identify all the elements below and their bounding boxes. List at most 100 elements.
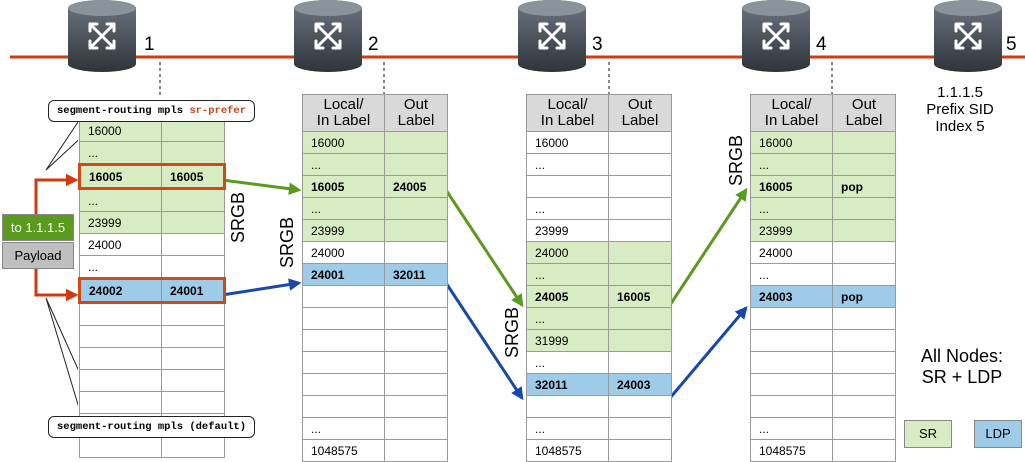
in-label-cell: [750, 307, 833, 330]
in-label-cell: 32011: [526, 373, 609, 396]
table-row: 31999: [526, 329, 672, 352]
srgb-label: SRGB: [726, 134, 746, 186]
all-nodes-line2: SR + LDP: [921, 367, 1003, 387]
out-label-cell: [832, 307, 896, 330]
out-label-cell: [608, 351, 672, 374]
all-nodes-line1: All Nodes:: [920, 346, 1004, 366]
table-row: 24000: [302, 241, 448, 264]
in-label-cell: [79, 325, 162, 348]
in-label-cell: ...: [750, 263, 833, 286]
in-label-cell: [302, 329, 385, 352]
in-label-cell: ...: [750, 417, 833, 440]
in-label-cell: ...: [302, 197, 385, 220]
out-label-cell: [384, 373, 448, 396]
table-row: [302, 395, 448, 418]
legend-sr: SR: [904, 420, 952, 448]
in-label-cell: 24005: [526, 285, 609, 308]
out-label-cell: [161, 369, 225, 392]
in-label-cell: 16000: [79, 119, 162, 142]
out-label-cell: [384, 219, 448, 242]
in-label-cell: 23999: [750, 219, 833, 242]
router-icon[interactable]: [518, 0, 586, 72]
table-row: ...: [750, 263, 896, 286]
node5-address: 1.1.1.5: [937, 84, 983, 101]
col-header-local: Local/In Label: [526, 94, 609, 132]
in-label-cell: 24001: [302, 263, 385, 286]
out-label-cell: [832, 417, 896, 440]
table-row: [302, 329, 448, 352]
out-label-cell: [832, 153, 896, 176]
out-label-cell: [608, 395, 672, 418]
node-label: 1: [144, 34, 155, 55]
out-label-cell: [608, 307, 672, 330]
table-row: 23999: [302, 219, 448, 242]
out-label-cell: [608, 241, 672, 264]
col-header-local: Local/In Label: [302, 94, 385, 132]
out-label-cell: 16005: [608, 285, 672, 308]
in-label-cell: [302, 351, 385, 374]
table-row: [302, 285, 448, 308]
table-row: [302, 351, 448, 374]
node5-info: 1.1.1.5 Prefix SID Index 5: [910, 84, 1010, 135]
table-row: ...: [302, 153, 448, 176]
table-row: [750, 395, 896, 418]
out-label-cell: 24005: [384, 175, 448, 198]
callout-sr-prefer: segment-routing mpls sr-prefer: [48, 100, 256, 122]
in-label-cell: ...: [526, 417, 609, 440]
in-label-cell: 23999: [526, 219, 609, 242]
in-label-cell: [79, 391, 162, 414]
out-label-cell: [384, 153, 448, 176]
table-row: [79, 369, 225, 392]
table-row: [302, 373, 448, 396]
in-label-cell: ...: [79, 255, 162, 279]
table-row: [79, 325, 225, 348]
in-label-cell: ...: [526, 351, 609, 374]
table-row: ...: [750, 153, 896, 176]
out-label-cell: [161, 255, 225, 279]
table-row: ...: [526, 351, 672, 374]
out-label-cell: [384, 307, 448, 330]
out-label-cell: [161, 347, 225, 370]
table-row: 16000: [750, 131, 896, 154]
out-label-cell: [832, 373, 896, 396]
in-label-cell: [302, 285, 385, 308]
in-label-cell: 24002: [78, 277, 162, 304]
table-row: [526, 175, 672, 198]
in-label-cell: [79, 369, 162, 392]
in-label-cell: [526, 395, 609, 418]
in-label-cell: ...: [79, 188, 162, 212]
out-label-cell: [384, 131, 448, 154]
in-label-cell: [526, 175, 609, 198]
out-label-cell: [161, 141, 225, 165]
in-label-cell: [302, 395, 385, 418]
in-label-cell: [79, 302, 162, 326]
out-label-cell: [608, 329, 672, 352]
out-label-cell: [608, 263, 672, 286]
table-row: [526, 395, 672, 418]
in-label-cell: 16005: [78, 163, 162, 190]
out-label-cell: [832, 197, 896, 220]
out-label-cell: [161, 211, 225, 234]
in-label-cell: 24000: [302, 241, 385, 264]
out-label-cell: [384, 417, 448, 440]
sr-path-arrow: [221, 178, 302, 195]
node-label: 5: [1006, 34, 1017, 55]
router-icon[interactable]: [294, 0, 362, 72]
out-label-cell: 24001: [161, 277, 226, 304]
out-label-cell: 24003: [608, 373, 672, 396]
out-label-cell: [384, 351, 448, 374]
in-label-cell: 31999: [526, 329, 609, 352]
out-label-cell: [832, 241, 896, 264]
router-icon[interactable]: [742, 0, 810, 72]
router-icon[interactable]: [934, 0, 1002, 72]
ldp-path-arrow: [221, 278, 302, 297]
table-row: 16000: [79, 119, 225, 142]
router-icon[interactable]: [68, 0, 136, 72]
